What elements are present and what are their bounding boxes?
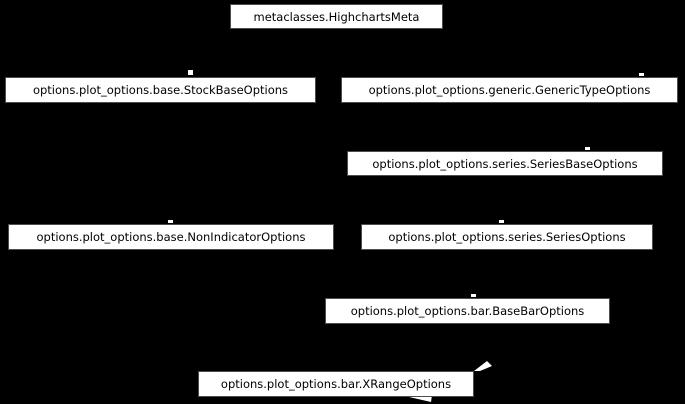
arrowhead-artifact: [499, 220, 504, 223]
node-metaclasses-highchartsmeta[interactable]: metaclasses.HighchartsMeta: [230, 4, 443, 29]
arrowhead-artifact: [188, 70, 193, 75]
edge-nonindicatoroptions-to-stockbaseoptions: [164, 102, 171, 225]
edge-seriesbaseoptions-to-generictypeoptions: [559, 102, 588, 152]
node-label: options.plot_options.bar.BaseBarOptions: [350, 304, 585, 318]
edge-stockbaseoptions-to-highchartsmeta: [189, 28, 296, 78]
arrowhead-artifact: [639, 73, 644, 76]
edge-seriesoptions-to-seriesbaseoptions: [500, 175, 508, 225]
node-label: options.plot_options.base.StockBaseOptio…: [32, 83, 289, 97]
node-x-range-options[interactable]: options.plot_options.bar.XRangeOptions: [198, 371, 474, 397]
node-label: options.plot_options.base.NonIndicatorOp…: [36, 230, 306, 244]
node-series-base-options[interactable]: options.plot_options.series.SeriesBaseOp…: [347, 151, 663, 176]
arrowhead-artifact: [471, 294, 476, 297]
node-label: metaclasses.HighchartsMeta: [253, 9, 420, 24]
node-series-options[interactable]: options.plot_options.series.SeriesOption…: [361, 224, 653, 250]
edge-xrangeoptions-to-basebaroptions: [399, 323, 451, 372]
edge-generictypeoptions-to-highchartsmeta: [442, 28, 642, 78]
edge-basebaroptions-to-seriesoptions: [472, 249, 490, 299]
arrowhead-artifact: [168, 220, 173, 223]
node-label: options.plot_options.series.SeriesOption…: [388, 230, 626, 244]
arrowhead-artifact: [585, 147, 590, 150]
arrowhead-artifact: [474, 361, 492, 371]
node-label: options.plot_options.generic.GenericType…: [368, 83, 651, 97]
node-stock-base-options[interactable]: options.plot_options.base.StockBaseOptio…: [5, 77, 316, 103]
node-non-indicator-options[interactable]: options.plot_options.base.NonIndicatorOp…: [8, 224, 334, 250]
node-label: options.plot_options.bar.XRangeOptions: [220, 377, 452, 391]
node-label: options.plot_options.series.SeriesBaseOp…: [372, 156, 638, 171]
node-generic-type-options[interactable]: options.plot_options.generic.GenericType…: [341, 77, 678, 103]
node-base-bar-options[interactable]: options.plot_options.bar.BaseBarOptions: [325, 298, 610, 324]
